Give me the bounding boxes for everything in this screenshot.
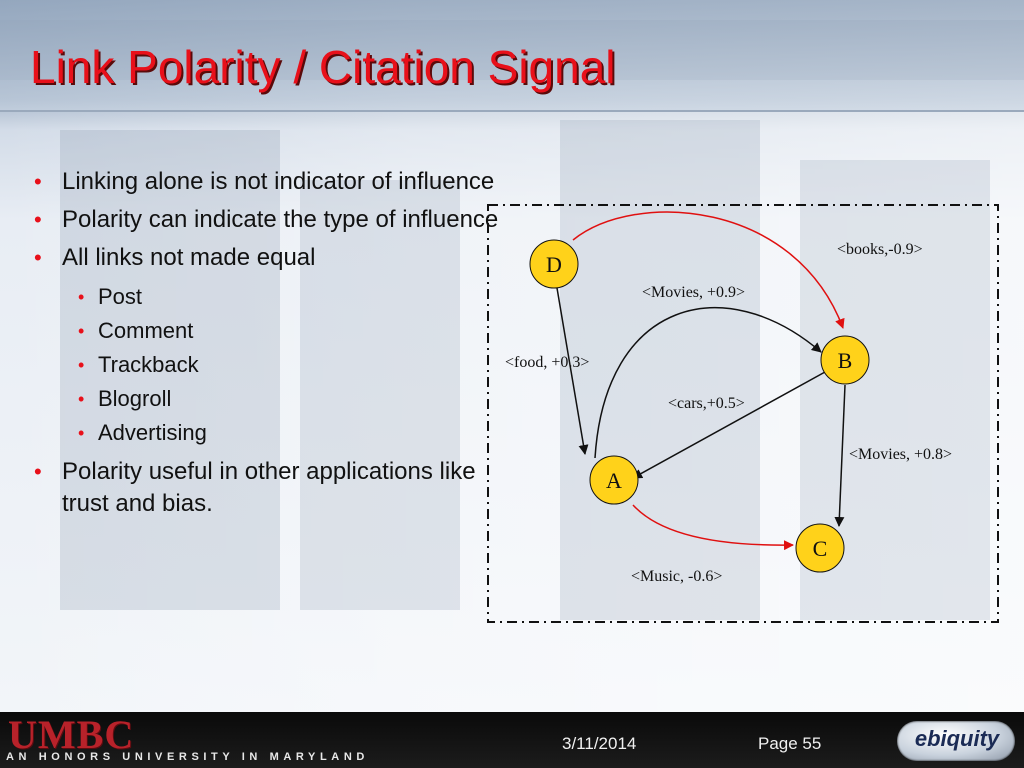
node-a: A (589, 455, 639, 505)
sub-bullet-item: • Blogroll (34, 382, 514, 416)
bullet-text: Comment (98, 318, 194, 343)
bullet-text: Trackback (98, 352, 199, 377)
diagram-frame (487, 204, 999, 623)
edge-a-b-movies (594, 307, 822, 459)
slide-title: Link Polarity / Citation Signal (30, 41, 616, 93)
bullet-dot-icon: • (78, 389, 85, 409)
bullet-dot-icon: • (34, 459, 42, 484)
bullet-dot-icon: • (78, 423, 85, 443)
bullet-dot-icon: • (34, 169, 42, 194)
bullet-dot-icon: • (78, 321, 85, 341)
bullet-dot-icon: • (78, 287, 85, 307)
bullet-dot-icon: • (34, 245, 42, 270)
edge-label-music: <Music, -0.6> (631, 568, 722, 585)
edge-d-b-books (572, 211, 845, 329)
node-b: B (820, 335, 870, 385)
edge-b-a-cars (632, 371, 826, 479)
bullet-text: Polarity useful in other applications li… (62, 458, 476, 517)
edge-label-books: <books,-0.9> (837, 241, 923, 258)
edge-b-c-movies (834, 384, 846, 527)
sub-bullet-item: • Comment (34, 314, 514, 348)
node-label: A (606, 468, 622, 493)
page-number: Page 55 (758, 734, 822, 753)
node-label: D (546, 252, 562, 277)
bullet-text: Blogroll (98, 386, 172, 411)
bullet-text: Polarity can indicate the type of influe… (62, 206, 499, 233)
edge-label-movies-ab: <Movies, +0.9> (642, 284, 745, 301)
bullet-dot-icon: • (78, 355, 85, 375)
bullet-text: Advertising (98, 420, 207, 445)
umbc-tagline: AN HONORS UNIVERSITY IN MARYLAND (6, 751, 369, 763)
footer-bar (0, 712, 1024, 768)
edge-label-food: <food, +0.3> (505, 354, 589, 371)
node-label: B (838, 348, 853, 373)
edge-label-movies-bc: <Movies, +0.8> (849, 446, 952, 463)
umbc-logo: UMBC (8, 712, 135, 757)
bullet-item: • Polarity useful in other applications l… (34, 456, 514, 520)
bullet-item: • Polarity can indicate the type of influ… (34, 204, 514, 236)
bullet-dot-icon: • (34, 207, 42, 232)
sub-bullet-item: • Advertising (34, 416, 514, 450)
title-divider (0, 110, 1024, 112)
footer-date: 3/11/2014 (562, 734, 637, 753)
sub-bullet-item: • Post (34, 280, 514, 314)
bullet-text: All links not made equal (62, 244, 316, 271)
bullet-text: Post (98, 284, 143, 309)
sub-bullet-item: • Trackback (34, 348, 514, 382)
node-label: C (813, 536, 828, 561)
edge-label-cars: <cars,+0.5> (668, 395, 745, 412)
node-d: D (529, 239, 579, 289)
node-c: C (795, 523, 845, 573)
title-band (0, 0, 1024, 112)
polarity-graph: D B A C <books,-0.9> <Movies, +0.9> <foo… (487, 204, 999, 623)
edge-d-a-food (556, 287, 589, 455)
ebiquity-logo (897, 721, 1015, 761)
bullet-list: • Linking alone is not indicator of influ… (34, 166, 514, 526)
bullet-item: • Linking alone is not indicator of influ… (34, 166, 514, 198)
ebiquity-logo-text: ebiquity (914, 726, 1000, 751)
edge-a-c-music (632, 504, 794, 551)
bullet-item: • All links not made equal (34, 242, 514, 274)
bullet-text: Linking alone is not indicator of influe… (62, 168, 495, 195)
